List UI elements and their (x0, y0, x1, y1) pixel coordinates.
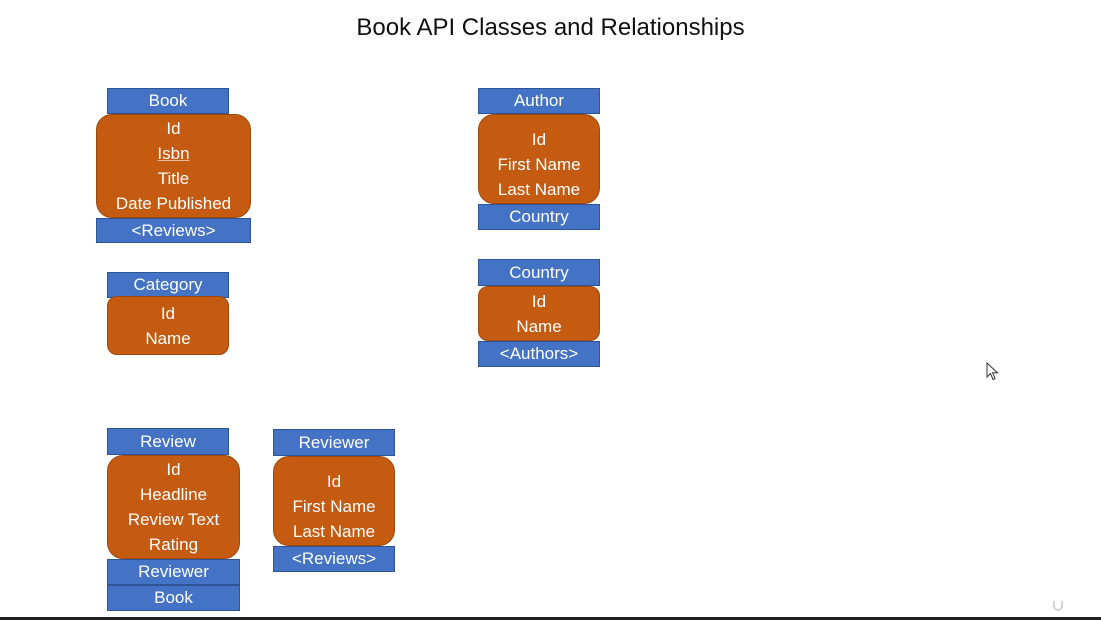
review-header: Review (107, 428, 229, 455)
mouse-pointer-icon (986, 361, 1000, 387)
reviewer-fields: Id First Name Last Name (273, 456, 395, 546)
review-relation-reviewer: Reviewer (107, 559, 240, 585)
reviewer-field-id: Id (326, 471, 342, 491)
reviewer-header: Reviewer (273, 429, 395, 456)
category-header: Category (107, 272, 229, 298)
review-fields: Id Headline Review Text Rating (107, 455, 240, 559)
country-field-id: Id (531, 291, 547, 311)
review-field-review-text: Review Text (127, 510, 220, 529)
country-fields: Id Name (478, 286, 600, 341)
book-relation-reviews: <Reviews> (96, 218, 251, 243)
author-header: Author (478, 88, 600, 114)
country-relation-authors: <Authors> (478, 341, 600, 367)
book-fields: Id Isbn Title Date Published (96, 114, 251, 218)
review-field-id: Id (166, 460, 181, 479)
udemy-logo-icon (1052, 597, 1096, 613)
book-field-date-published: Date Published (115, 194, 232, 213)
bottom-border (0, 617, 1101, 620)
country-field-name: Name (516, 316, 562, 336)
review-field-rating: Rating (148, 535, 199, 554)
book-field-id: Id (166, 119, 181, 138)
reviewer-field-last-name: Last Name (292, 521, 376, 541)
reviewer-field-first-name: First Name (292, 496, 376, 516)
book-field-title: Title (157, 169, 190, 188)
author-field-id: Id (531, 129, 547, 149)
country-header: Country (478, 259, 600, 286)
review-field-headline: Headline (139, 485, 208, 504)
category-field-name: Name (145, 328, 191, 348)
author-fields: Id First Name Last Name (478, 114, 600, 204)
book-header: Book (107, 88, 229, 114)
author-field-last-name: Last Name (497, 179, 581, 199)
book-field-isbn: Isbn (157, 144, 190, 163)
category-fields: Id Name (107, 296, 229, 355)
author-field-first-name: First Name (497, 154, 581, 174)
reviewer-relation-reviews: <Reviews> (273, 546, 395, 572)
diagram-title: Book API Classes and Relationships (356, 14, 745, 41)
author-relation-country: Country (478, 204, 600, 230)
category-field-id: Id (160, 303, 176, 323)
review-relation-book: Book (107, 585, 240, 611)
